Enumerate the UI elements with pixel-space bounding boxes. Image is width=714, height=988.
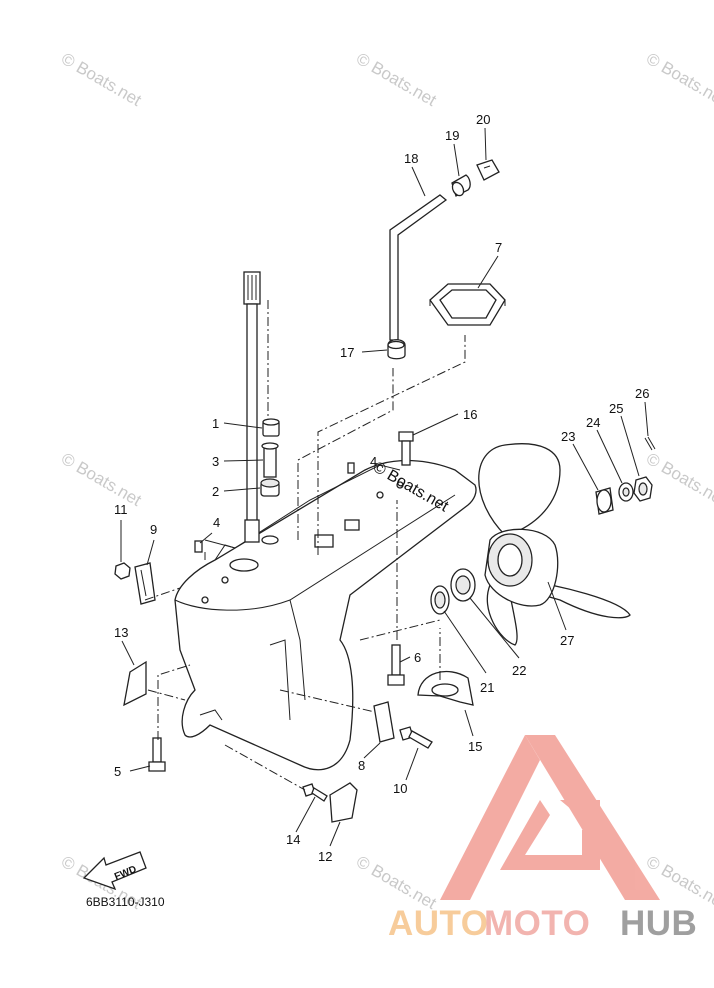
- callout-label: 26: [635, 386, 649, 401]
- watermark: © Boats.net: [58, 49, 145, 110]
- trim-tab-part-15: [417, 670, 474, 706]
- gasket-part-7: [429, 283, 506, 326]
- leader-lines: [120, 127, 649, 847]
- dowel-pin-part-4: [194, 540, 203, 553]
- bolt-part-6: [387, 644, 405, 686]
- callout-label: 6: [414, 650, 421, 665]
- assembly-lines: [144, 300, 466, 791]
- nut-part-25: [633, 476, 653, 502]
- water-tube-part-18: [389, 194, 448, 341]
- callout-label: 22: [512, 663, 526, 678]
- callout-label: 2: [212, 484, 219, 499]
- callout-label: 4: [213, 515, 220, 530]
- callout-label: 4: [370, 454, 377, 469]
- callout-label: 19: [445, 128, 459, 143]
- callout-label: 18: [404, 151, 418, 166]
- spacer-part-22: [450, 568, 476, 602]
- sleeve-part-3: [261, 442, 279, 478]
- callout-label: 16: [463, 407, 477, 422]
- cotter-pin-part-26: [644, 436, 656, 451]
- callout-label: 14: [286, 832, 300, 847]
- callout-label: 15: [468, 739, 482, 754]
- plate-part-12: [329, 782, 358, 823]
- dowel-pin-part-4: [347, 462, 355, 474]
- brand-logo-mark: [500, 800, 600, 870]
- callout-label: 1: [212, 416, 219, 431]
- grommet-part-17: [387, 339, 406, 360]
- thrust-washer-part-21: [430, 585, 450, 615]
- brand-logo-mark: [560, 800, 600, 815]
- automotohub-logo: AUTO MOTO HUB: [388, 735, 697, 943]
- diagram-code: 6BB3110-J310: [86, 895, 165, 909]
- bolt-part-16: [398, 431, 414, 466]
- brand-logo-mark: [525, 735, 660, 900]
- callout-label: 10: [393, 781, 407, 796]
- brand-word-hub: HUB: [620, 904, 697, 943]
- bushing-part-1: [262, 418, 280, 437]
- watermark: © Boats.net: [643, 49, 714, 110]
- seal-part-2: [260, 478, 280, 497]
- callout-label: 23: [561, 429, 575, 444]
- brand-logo-mark: [440, 735, 540, 900]
- washer-part-24: [618, 482, 634, 502]
- lower-casing: [174, 459, 477, 771]
- clip-part-20: [476, 159, 500, 181]
- callout-group: 1 2 3 4 4 5 6 7 8 9 10 11 12 13 14 15 16…: [114, 112, 649, 864]
- nut-part-11: [114, 562, 131, 580]
- brand-word-moto: MOTO: [484, 904, 590, 943]
- spacer-part-23: [595, 487, 614, 515]
- callout-label: 24: [586, 415, 600, 430]
- anode-part-9: [134, 562, 156, 605]
- callout-label: 17: [340, 345, 354, 360]
- callout-label: 8: [358, 758, 365, 773]
- callout-label: 20: [476, 112, 490, 127]
- callout-label: 25: [609, 401, 623, 416]
- watermark: © Boats.net: [58, 449, 145, 510]
- callout-label: 11: [114, 502, 128, 517]
- drive-shaft: [243, 271, 261, 543]
- callout-label: 5: [114, 764, 121, 779]
- brand-word-auto: AUTO: [388, 904, 489, 943]
- bolt-part-14: [302, 783, 328, 802]
- callout-label: 12: [318, 849, 332, 864]
- callout-label: 3: [212, 454, 219, 469]
- callout-label: 7: [495, 240, 502, 255]
- grommet-part-19: [451, 174, 471, 197]
- propeller-part-27: [478, 443, 631, 646]
- callout-label: 21: [480, 680, 494, 695]
- callout-label: 13: [114, 625, 128, 640]
- watermark: © Boats.net: [353, 49, 440, 110]
- bolt-part-10: [399, 726, 433, 749]
- callout-label: 9: [150, 522, 157, 537]
- watermark: © Boats.net: [643, 449, 714, 510]
- bolt-part-5: [148, 737, 166, 772]
- plate-part-13: [123, 660, 147, 707]
- anode-part-8: [373, 701, 395, 743]
- callout-label: 27: [560, 633, 574, 648]
